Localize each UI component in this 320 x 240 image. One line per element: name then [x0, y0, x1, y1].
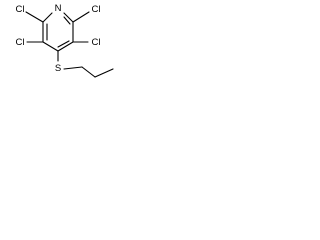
- bond-n1-c6-inner: [63, 16, 71, 25]
- atom-label-s: S: [55, 63, 61, 74]
- bond-s-ch2: [63, 66, 83, 70]
- bond-c2-cl: [25, 11, 44, 23]
- atom-label-cl-bottom-left: Cl: [16, 37, 25, 48]
- structural-formula: N Cl Cl Cl Cl S: [16, 3, 114, 78]
- bond-ch2-ch2: [81, 66, 96, 78]
- bond-c2-n1: [42, 12, 53, 23]
- bond-c4-c3: [42, 41, 59, 52]
- atom-label-cl-right: Cl: [92, 37, 101, 48]
- pyridine-ring: [42, 12, 74, 52]
- atom-label-cl-top-left: Cl: [16, 4, 25, 15]
- atom-label-n: N: [55, 3, 62, 14]
- substituent-bonds: [25, 11, 114, 78]
- bond-ch2-ch3: [94, 68, 114, 78]
- bond-n1-c6: [63, 12, 74, 23]
- bond-c6-cl: [72, 11, 90, 23]
- atom-label-cl-top-right: Cl: [92, 4, 101, 15]
- bond-c5-c4-inner: [57, 40, 70, 48]
- bond-c5-c4: [57, 41, 74, 52]
